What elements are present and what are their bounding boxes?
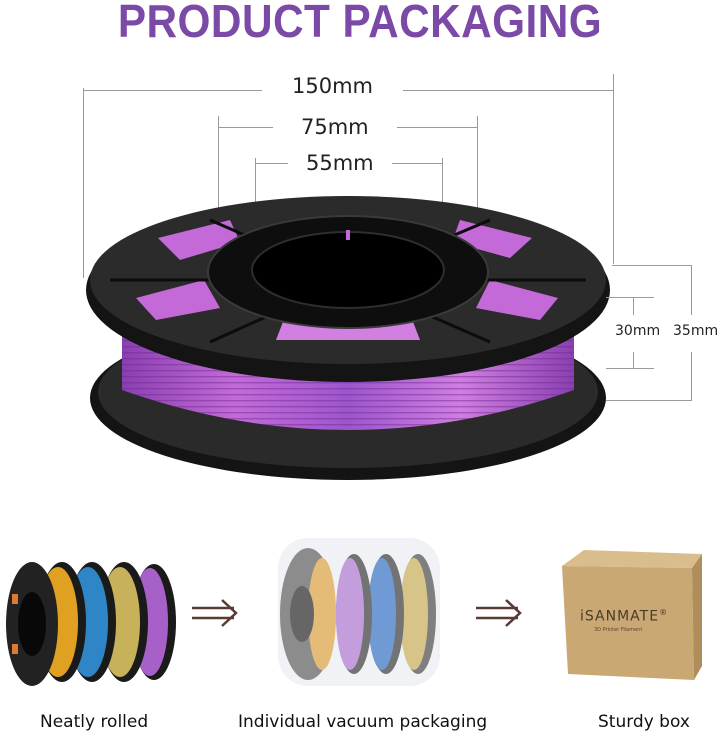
dim-hub-diameter-label: 75mm [273,115,397,139]
dim-75-left-tick [218,116,219,246]
dim-35-top-tick [612,265,692,266]
dim-150-left-tick [83,88,84,278]
page-title: PRODUCT PACKAGING [117,0,603,47]
filament-spool-image [86,196,610,480]
dim-35-upper-line [691,265,692,315]
dim-30-lower-line [633,352,634,368]
dim-30-upper-line [633,297,634,315]
double-right-arrow-icon [192,599,238,627]
dim-total-width-label: 35mm [673,322,719,340]
dim-35-bottom-tick [606,400,692,401]
cardboard-box-image: iSANMATE® 3D Printer Filament [554,548,702,680]
dim-35-lower-line [691,352,692,400]
box-subtitle: 3D Printer Filament [594,627,643,633]
double-right-arrow-icon [476,599,522,627]
step-3-caption: Sturdy box [598,712,690,732]
dim-30-bottom-tick [606,368,654,369]
box-brand: iSANMATE® [580,608,669,625]
dim-150-right-tick [613,74,614,264]
dim-inner-width-label: 30mm [615,322,661,340]
dim-30-top-tick [606,297,654,298]
dim-bore-diameter-label: 55mm [288,151,392,175]
vacuum-packed-spools-image [278,538,440,686]
dim-outer-diameter-label: 150mm [262,74,403,98]
step-2-caption: Individual vacuum packaging [238,712,488,732]
step-1-caption: Neatly rolled [40,712,149,732]
filament-spools-image [6,562,176,686]
dim-75-right-tick [477,116,478,246]
